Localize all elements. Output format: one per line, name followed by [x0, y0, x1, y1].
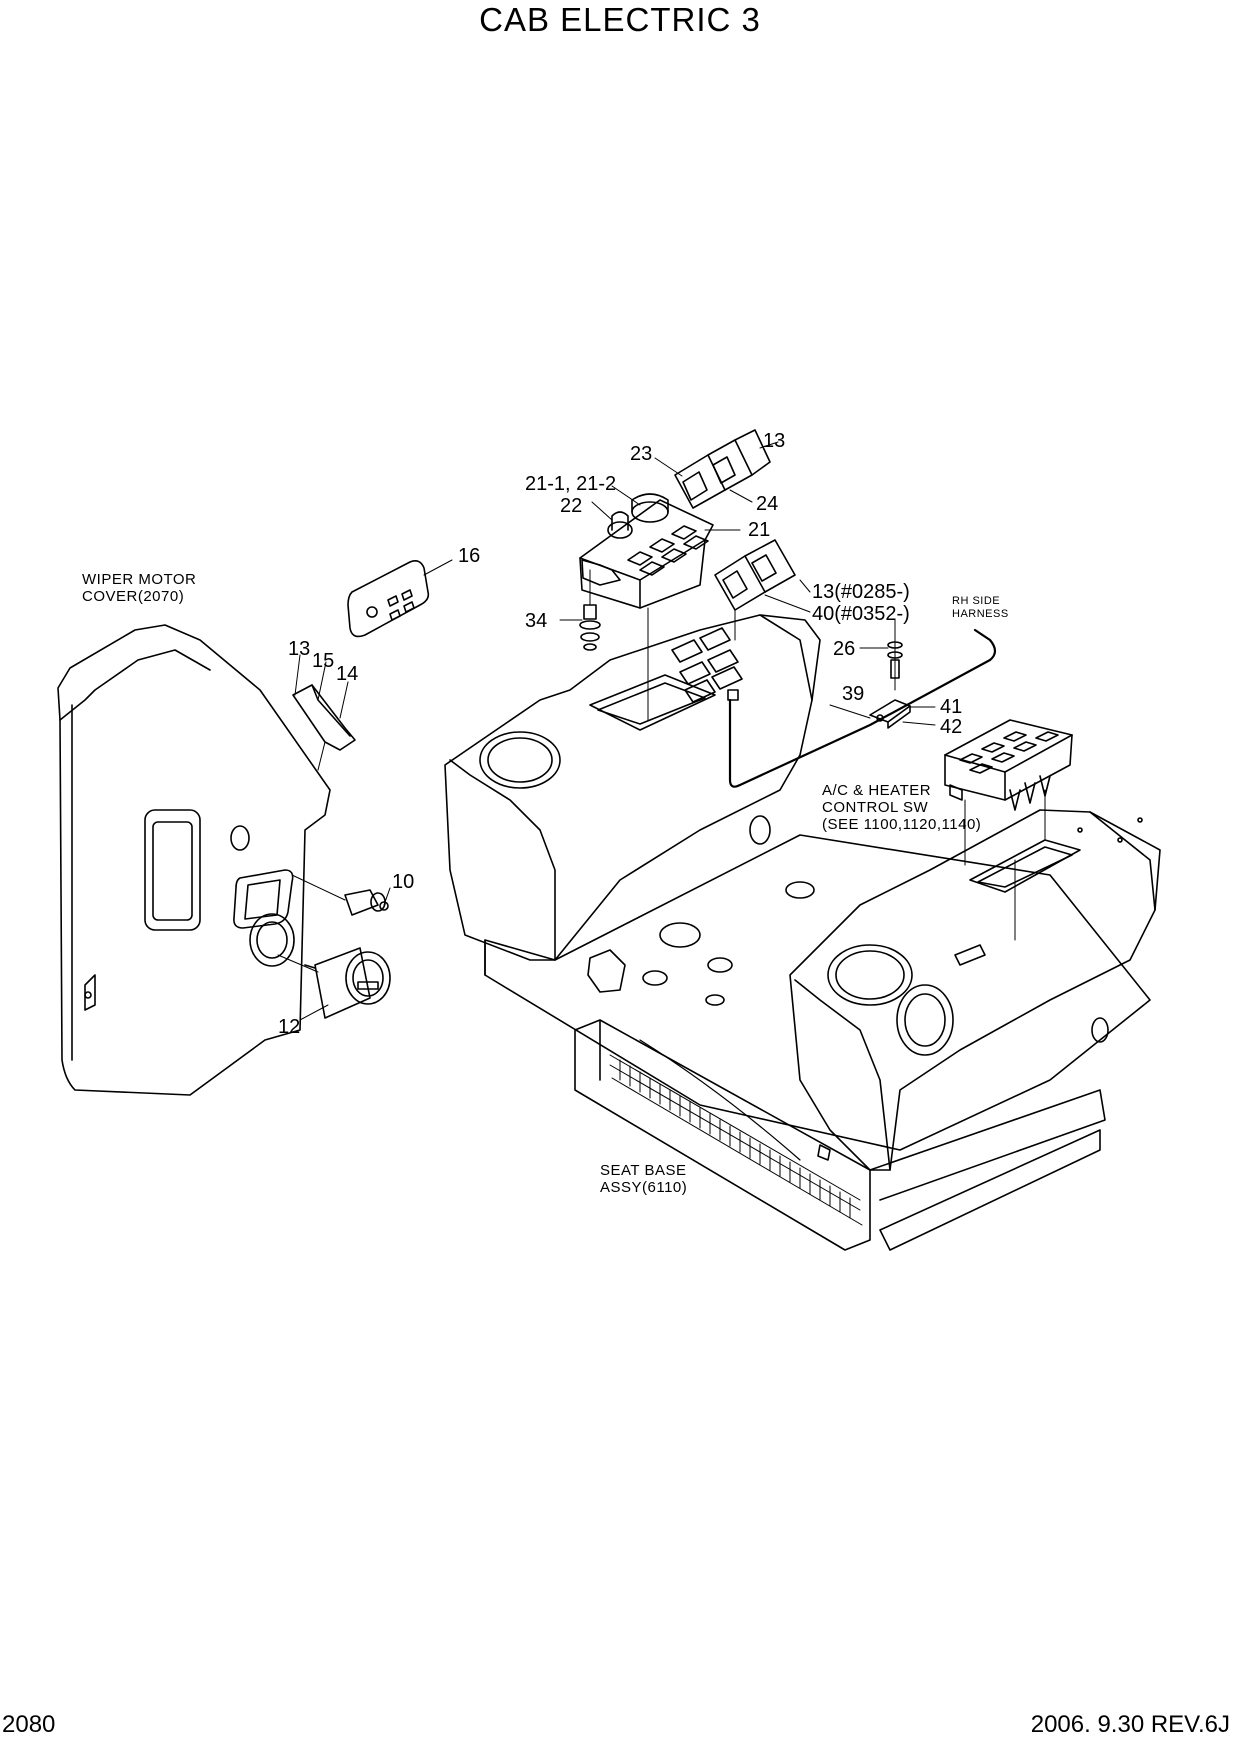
- bracket-assembly-26-41-42: [829, 619, 936, 729]
- part-23-24-switches: [654, 429, 779, 509]
- part-label-42: 42: [940, 716, 962, 738]
- reference-notes: WIPER MOTOR COVER(2070) RH SIDE HARNESS …: [82, 571, 1009, 1196]
- part-12-gauge: [277, 947, 391, 1021]
- part-number-labels: 23 13 21-1, 21-2 22 24 21 16 13(#0285-) …: [278, 430, 962, 1038]
- part-label-15: 15: [312, 650, 334, 672]
- page-title: CAB ELECTRIC 3: [479, 1, 761, 38]
- revision-date: 2006. 9.30 REV.6J: [1030, 1711, 1230, 1738]
- part-34-bolt: [559, 569, 601, 651]
- part-label-26: 26: [833, 638, 855, 660]
- note-rh-side-line2: HARNESS: [952, 608, 1009, 620]
- seat-base-plate: [484, 834, 1151, 1151]
- ac-heater-control-switch: [944, 719, 1073, 866]
- part-16-switch-panel: [347, 559, 453, 638]
- seat-base-box: [574, 1019, 1106, 1251]
- part-21-switch-box: [579, 485, 741, 721]
- part-13-40-switches: [714, 539, 811, 641]
- note-rh-side-line1: RH SIDE: [952, 595, 1000, 607]
- note-ac-heater-line3: (SEE 1100,1120,1140): [822, 816, 981, 833]
- part-label-21-1-21-2: 21-1, 21-2: [525, 473, 616, 495]
- part-label-21: 21: [748, 519, 770, 541]
- left-console: [444, 614, 821, 961]
- part-label-16: 16: [458, 545, 480, 567]
- note-ac-heater-line1: A/C & HEATER: [822, 782, 931, 799]
- note-wiper-motor-line2: COVER(2070): [82, 588, 184, 605]
- part-13-15-14-switch: [292, 654, 356, 771]
- part-label-39: 39: [842, 683, 864, 705]
- note-seat-base-line2: ASSY(6110): [600, 1179, 687, 1196]
- part-label-14: 14: [336, 663, 358, 685]
- part-label-13-left: 13: [288, 638, 310, 660]
- rh-side-harness: [728, 628, 997, 788]
- part-label-34: 34: [525, 610, 547, 632]
- note-wiper-motor-line1: WIPER MOTOR: [82, 571, 196, 588]
- part-label-23: 23: [630, 443, 652, 465]
- right-console: [789, 809, 1161, 1171]
- part-label-24: 24: [756, 493, 778, 515]
- note-ac-heater-line2: CONTROL SW: [822, 799, 928, 816]
- part-label-13-top: 13: [763, 430, 785, 452]
- part-label-13-0285: 13(#0285-): [812, 581, 910, 603]
- part-label-22: 22: [560, 495, 582, 517]
- page-number: 2080: [2, 1711, 56, 1738]
- part-label-40-0352: 40(#0352-): [812, 603, 910, 625]
- part-label-10: 10: [392, 871, 414, 893]
- part-label-41: 41: [940, 696, 962, 718]
- part-10-connector: [291, 874, 391, 916]
- note-seat-base-line1: SEAT BASE: [600, 1162, 686, 1179]
- part-label-12: 12: [278, 1016, 300, 1038]
